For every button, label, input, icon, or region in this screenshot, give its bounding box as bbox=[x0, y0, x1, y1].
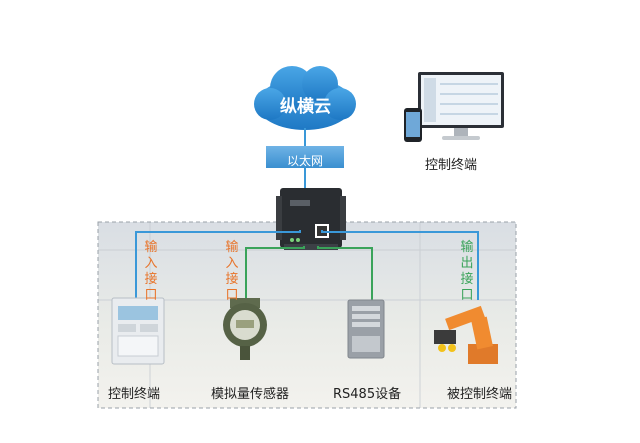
device-label-rs485: RS485设备 bbox=[333, 387, 402, 402]
ethernet-bar bbox=[266, 146, 344, 168]
cloud-label: 纵横云 bbox=[280, 97, 331, 117]
ethernet-label: 以太网 bbox=[286, 154, 323, 168]
analog-sensor-icon bbox=[223, 298, 267, 360]
cloud-icon bbox=[254, 66, 356, 130]
device-label-analog-sensor: 模拟量传感器 bbox=[211, 387, 290, 402]
factory-background bbox=[98, 222, 516, 408]
device-label-controlled-terminal: 被控制终端 bbox=[447, 387, 513, 402]
monitor-icon bbox=[418, 72, 504, 140]
robot-arm-icon bbox=[434, 305, 498, 364]
input-interface-label-1: 输入接口 bbox=[144, 240, 158, 303]
factory-boundary bbox=[97, 221, 517, 409]
line-rs485 bbox=[317, 246, 373, 300]
output-interface-label: 输出接口 bbox=[460, 240, 474, 303]
line-output bbox=[321, 230, 479, 300]
gateway-device-icon bbox=[276, 188, 346, 250]
top-terminal-label: 控制终端 bbox=[425, 158, 478, 173]
device-label-control-terminal: 控制终端 bbox=[108, 387, 161, 402]
input-interface-label-2: 输入接口 bbox=[225, 240, 239, 303]
control-terminal-device-icon bbox=[111, 297, 165, 365]
line-input2 bbox=[245, 246, 305, 300]
rs485-device-icon bbox=[347, 299, 385, 359]
phone-icon bbox=[404, 108, 422, 142]
line-input1 bbox=[135, 230, 301, 300]
